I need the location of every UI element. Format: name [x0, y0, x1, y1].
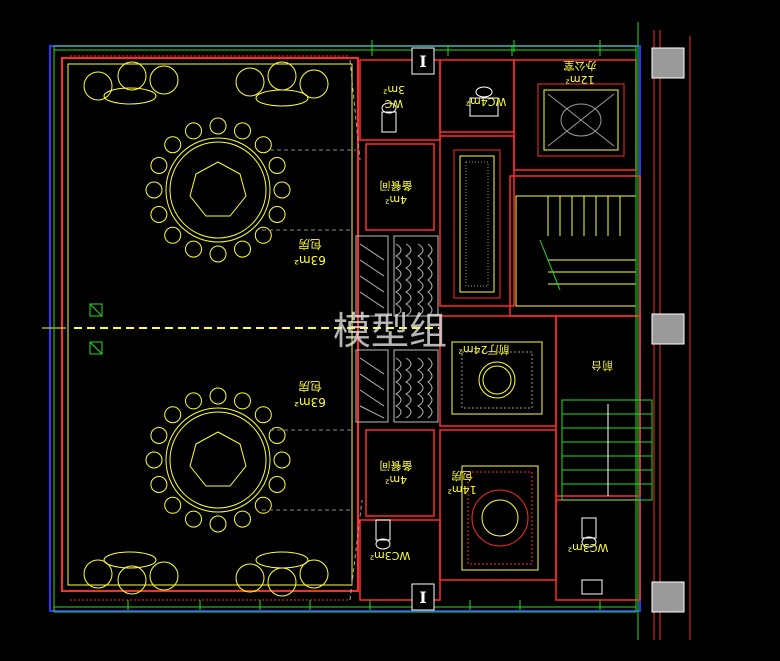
chair	[209, 245, 227, 263]
label-private-room-top-area: 63m²	[294, 253, 326, 267]
service-block	[359, 59, 641, 601]
label-wc-top-mid: WC4m²	[466, 95, 507, 108]
chair	[254, 496, 272, 514]
chair	[234, 510, 251, 528]
watermark-text: 模型组	[333, 309, 447, 353]
chair	[150, 427, 168, 444]
office-carpet	[537, 83, 625, 157]
small-room-carpet	[461, 465, 539, 571]
chair	[150, 157, 168, 174]
section-marker-top-glyph: I	[419, 52, 426, 71]
chair	[268, 476, 286, 493]
label-office-area: 12m²	[565, 73, 594, 86]
staircase-right	[561, 399, 653, 501]
label-hall: 前厅24m²	[458, 343, 509, 357]
column-markers	[89, 303, 103, 355]
label-service-top: 备餐间	[380, 179, 413, 193]
chair	[234, 392, 251, 410]
label-office: 办公室	[564, 59, 597, 73]
label-private-room-bottom-area: 63m²	[294, 395, 326, 409]
label-small-room: 包房	[451, 469, 473, 482]
label-wc-top-left-area: 3m²	[383, 83, 405, 96]
label-service-top-area: 4m²	[385, 193, 407, 206]
hatched-panels	[355, 235, 439, 423]
outer-frame	[42, 22, 691, 640]
chair	[185, 392, 202, 410]
chair	[164, 496, 182, 514]
chair	[209, 387, 227, 405]
chair	[254, 226, 272, 244]
label-private-room-bottom: 包房	[298, 379, 322, 394]
chair	[145, 451, 163, 469]
label-front-desk: 前台	[591, 359, 613, 373]
section-marker-top	[411, 47, 435, 75]
label-wc-bottom-right: WC3m²	[568, 541, 609, 554]
chair	[273, 181, 291, 199]
swing-lines	[262, 59, 363, 601]
chair	[234, 122, 251, 140]
label-wc-top-left: WC	[384, 97, 403, 110]
chair	[164, 406, 182, 424]
chair	[164, 226, 182, 244]
chair	[185, 510, 202, 528]
chair	[185, 122, 202, 140]
chair	[145, 181, 163, 199]
label-service-bottom: 备餐间	[380, 459, 413, 473]
chair	[209, 515, 227, 533]
chair	[150, 476, 168, 493]
section-marker-bottom	[411, 583, 435, 611]
label-service-bottom-area: 4m²	[385, 473, 407, 486]
chair	[273, 451, 291, 469]
round-table-bottom	[145, 387, 291, 533]
dimension-lines	[53, 40, 637, 613]
chair	[268, 206, 286, 223]
sofa-set-top-left	[83, 61, 179, 105]
decor-panel	[453, 149, 501, 299]
chair	[268, 157, 286, 174]
hall-feature	[451, 341, 543, 415]
chair	[234, 240, 251, 258]
chair	[209, 117, 227, 135]
sofa-set-bottom-left	[83, 551, 179, 595]
chair	[254, 136, 272, 154]
chair	[254, 406, 272, 424]
round-table-top	[145, 117, 291, 263]
chair	[268, 427, 286, 444]
sofa-set-top-right	[235, 61, 329, 107]
section-marker-bottom-glyph: I	[419, 588, 426, 607]
chair	[150, 206, 168, 223]
sofa-set-bottom-right	[235, 551, 329, 597]
chair	[164, 136, 182, 154]
wc-fixtures	[375, 86, 603, 595]
chair	[185, 240, 202, 258]
label-wc-bottom-left: WC3m²	[370, 549, 411, 562]
label-private-room-top: 包房	[298, 237, 322, 252]
label-small-room-area: 14m²	[447, 483, 476, 496]
